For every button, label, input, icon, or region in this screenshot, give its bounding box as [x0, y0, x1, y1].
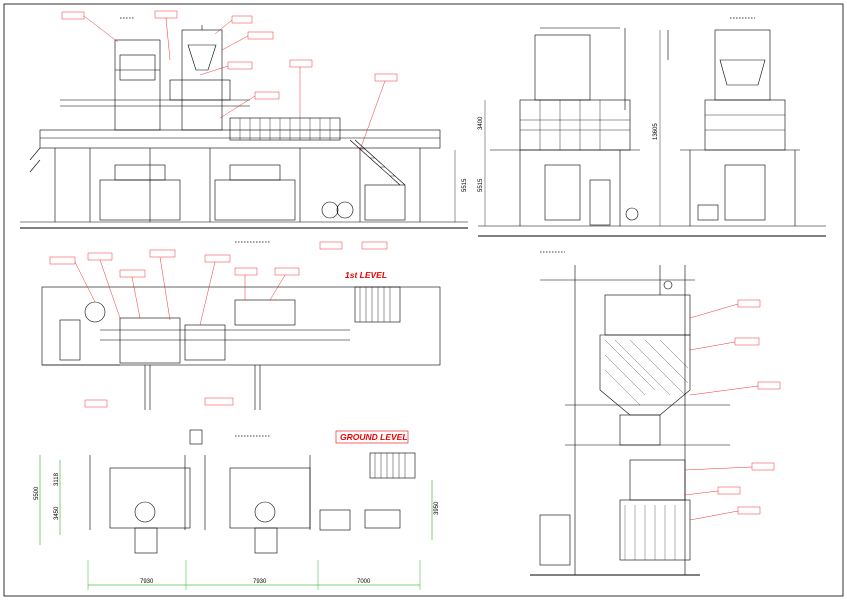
drum-rack: [364, 184, 406, 221]
packing-unit-right: [214, 179, 296, 221]
dimension-7930-right: 7930: [253, 579, 267, 585]
mixer-plan: [119, 317, 181, 364]
platform-columns: [54, 148, 421, 222]
dimension-13605: 13605: [653, 123, 659, 140]
side-a-dimensions: 3400 5515: [478, 100, 565, 253]
ground-level-label: GROUND LEVEL: [340, 432, 408, 442]
ground-dimensions: 7930 7930 7000 5500 3118 3450 3950: [34, 435, 440, 590]
sheet-border: [3, 3, 844, 597]
stair-plan-left: [59, 319, 81, 361]
dimension-7930-left: 7930: [140, 579, 154, 585]
ground-level-plan: [89, 429, 416, 554]
packing-column-a: [544, 164, 581, 221]
side-elevation-view-a: [478, 27, 652, 237]
first-level-plan: [41, 286, 441, 410]
front-callouts: [61, 10, 398, 250]
ground-level-label-frame: [335, 430, 409, 444]
storage-silo: [599, 334, 691, 416]
dimension-5515-side: 5515: [478, 178, 484, 192]
dimension-3450: 3450: [54, 506, 60, 520]
dimension-3118: 3118: [54, 472, 60, 486]
packing-column-b: [724, 164, 766, 221]
side-b-dimensions: 13605: [653, 17, 755, 226]
conveyor-housing: [229, 117, 341, 141]
side-elevation-view-b: [652, 29, 826, 237]
silo-frame-b: [714, 29, 771, 101]
section-view: [530, 265, 730, 576]
silo-frame-a: [534, 34, 591, 101]
dimension-3400: 3400: [478, 116, 484, 130]
dimension-3950: 3950: [434, 501, 440, 515]
dimension-5515-front: 5515: [462, 178, 468, 192]
machine-plan-left: [109, 467, 191, 529]
mixer-tower: [114, 39, 161, 131]
front-elevation-view: [20, 25, 468, 229]
dimension-7000: 7000: [357, 579, 371, 585]
section-callouts: [684, 299, 781, 521]
packing-unit-left: [99, 179, 181, 221]
machine-plan-right: [229, 467, 311, 529]
staircase: [349, 139, 401, 186]
stair-plan-right: [354, 286, 401, 323]
first-level-callouts: [49, 249, 300, 408]
front-dimensions: 5515: [120, 17, 468, 243]
dimension-5500: 5500: [34, 486, 40, 500]
first-level-label: 1st LEVEL: [345, 270, 387, 280]
